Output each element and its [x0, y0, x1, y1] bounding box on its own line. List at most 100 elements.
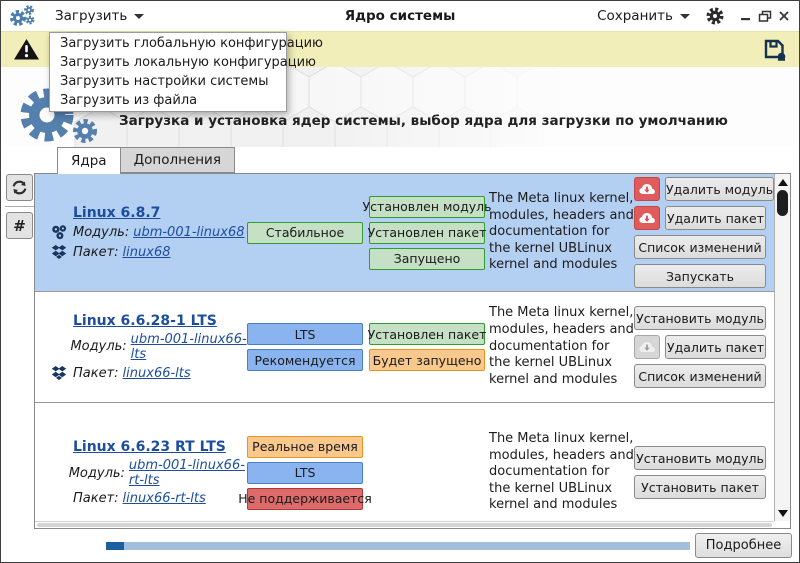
- action-button[interactable]: Установить модуль: [634, 446, 766, 470]
- menu-item-3[interactable]: Загрузить настройки системы: [60, 74, 269, 89]
- settings-gear-icon[interactable]: [705, 6, 725, 26]
- cloud-download-red-button[interactable]: [634, 206, 660, 230]
- kernel-package-link[interactable]: linux68: [122, 244, 171, 260]
- tab-ядра[interactable]: Ядра: [57, 147, 121, 174]
- tag-badge: LTS: [247, 323, 363, 345]
- kernel-title-link[interactable]: Linux 6.6.23 RT LTS: [73, 439, 226, 455]
- action-row: Список изменений: [634, 235, 766, 259]
- tag-badge: Реальное время: [247, 435, 363, 458]
- status-badge: Установлен модуль: [363, 195, 491, 218]
- kernel-module: Модуль:ubm-001-linux68: [51, 224, 247, 241]
- kernel-module: Модуль:ubm-001-linux66-lts: [51, 332, 247, 362]
- kernel-title: Linux 6.6.23 RT LTS: [73, 439, 247, 455]
- kernel-package-link[interactable]: linux66-rt-lts: [122, 491, 206, 506]
- kernel-module-link[interactable]: ubm-001-linux66-lts: [130, 331, 247, 362]
- package-box-icon: [51, 365, 73, 382]
- kernel-description: The Meta linux kernel, modules, headers …: [489, 305, 634, 387]
- action-row: Установить модуль: [634, 306, 766, 330]
- kernel-package: Пакет:linux66-lts: [51, 365, 247, 382]
- kernel-module-label: Модуль:: [73, 224, 130, 240]
- status-badge: Будет запущено: [369, 349, 485, 371]
- horizontal-scrollbar[interactable]: [35, 521, 774, 528]
- close-button[interactable]: [778, 10, 790, 22]
- action-button[interactable]: Запускать: [634, 264, 766, 288]
- tag-badge: Стабильное: [247, 221, 363, 244]
- kernel-row[interactable]: Linux 6.6.28-1 LTS Модуль:ubm-001-linux66…: [35, 292, 774, 403]
- kernel-package-label: Пакет:: [73, 365, 119, 381]
- cloud-download-gray-button[interactable]: [634, 335, 660, 359]
- action-row: Запускать: [634, 264, 766, 288]
- kernel-module: Модуль:ubm-001-linux66-rt-lts: [51, 458, 247, 488]
- titlebar: Загрузить Ядро системы Сохранить: [1, 1, 799, 31]
- kernel-package-label: Пакет:: [73, 244, 119, 260]
- page-subtitle: Загрузка и установка ядер системы, выбор…: [119, 113, 728, 129]
- cloud-download-icon: [637, 181, 657, 197]
- refresh-button[interactable]: [6, 174, 33, 201]
- kernel-title: Linux 6.6.28-1 LTS: [73, 313, 247, 329]
- action-button[interactable]: Список изменений: [634, 235, 766, 259]
- refresh-icon: [11, 179, 28, 196]
- restore-button[interactable]: [758, 10, 772, 23]
- kernel-title-link[interactable]: Linux 6.6.28-1 LTS: [73, 312, 217, 329]
- kernel-row[interactable]: Linux 6.6.23 RT LTS Модуль:ubm-001-linux6…: [35, 403, 774, 521]
- action-button[interactable]: Удалить модуль: [665, 177, 774, 201]
- kernel-info: Linux 6.6.28-1 LTS Модуль:ubm-001-linux66…: [51, 313, 247, 382]
- minimize-button[interactable]: [740, 10, 752, 22]
- kernel-module-link[interactable]: ubm-001-linux68: [133, 224, 245, 240]
- app-gears-icon: [8, 3, 38, 29]
- kernel-package-link[interactable]: linux66-lts: [122, 365, 191, 381]
- menu-item-4[interactable]: Загрузить из файла: [60, 93, 198, 108]
- kernel-description: The Meta linux kernel, modules, headers …: [489, 190, 634, 273]
- action-row: Установить пакет: [634, 475, 766, 499]
- hash-icon: #: [13, 216, 26, 235]
- status-badge: Установлен пакет: [368, 221, 486, 244]
- load-menu-button[interactable]: Загрузить: [55, 8, 145, 24]
- action-button[interactable]: Удалить пакет: [665, 335, 766, 359]
- action-button[interactable]: Установить модуль: [634, 306, 766, 330]
- action-button[interactable]: Установить пакет: [634, 475, 766, 499]
- details-button[interactable]: Подробнее: [695, 533, 792, 558]
- save-menu-button[interactable]: Сохранить: [597, 8, 690, 24]
- horizontal-scrollbar-thumb[interactable]: [37, 523, 772, 527]
- menu-item-1[interactable]: Загрузить глобальную конфигурацию: [60, 36, 323, 51]
- cloud-download-icon: [637, 210, 657, 226]
- progress-bar: [106, 542, 690, 550]
- scrollbar-thumb[interactable]: [777, 190, 788, 216]
- action-button[interactable]: Удалить пакет: [665, 206, 766, 230]
- scroll-down-arrow-icon[interactable]: [775, 506, 790, 520]
- kernel-package: Пакет:linux68: [51, 244, 247, 261]
- kernel-package-label: Пакет:: [73, 491, 119, 506]
- save-config-icon[interactable]: [762, 38, 787, 61]
- hash-button[interactable]: #: [6, 212, 33, 239]
- cloud-download-icon: [637, 339, 657, 355]
- action-row: Удалить модуль: [634, 177, 774, 201]
- save-menu-label: Сохранить: [597, 8, 673, 24]
- menu-item-2[interactable]: Загрузить локальную конфигурацию: [60, 55, 316, 70]
- scroll-up-arrow-icon[interactable]: [775, 175, 790, 189]
- kernel-module-link[interactable]: ubm-001-linux66-rt-lts: [128, 458, 245, 488]
- footer: Подробнее: [1, 529, 799, 562]
- kernel-title-link[interactable]: Linux 6.8.7: [73, 204, 161, 221]
- action-row: Удалить пакет: [634, 335, 766, 359]
- kernel-module-label: Модуль:: [68, 465, 125, 481]
- side-toolbar-divider: [5, 206, 34, 207]
- vertical-scrollbar[interactable]: [774, 174, 790, 521]
- tab-дополнения[interactable]: Дополнения: [120, 147, 235, 173]
- tag-badge: Не поддерживается: [238, 487, 372, 510]
- package-box-icon: [51, 244, 73, 261]
- tag-badge: LTS: [247, 461, 363, 484]
- cloud-download-red-button[interactable]: [634, 177, 660, 201]
- side-toolbar: #: [5, 174, 34, 244]
- action-button[interactable]: Список изменений: [634, 364, 766, 388]
- action-row: Список изменений: [634, 364, 766, 388]
- kernel-tags: Стабильное: [247, 221, 363, 244]
